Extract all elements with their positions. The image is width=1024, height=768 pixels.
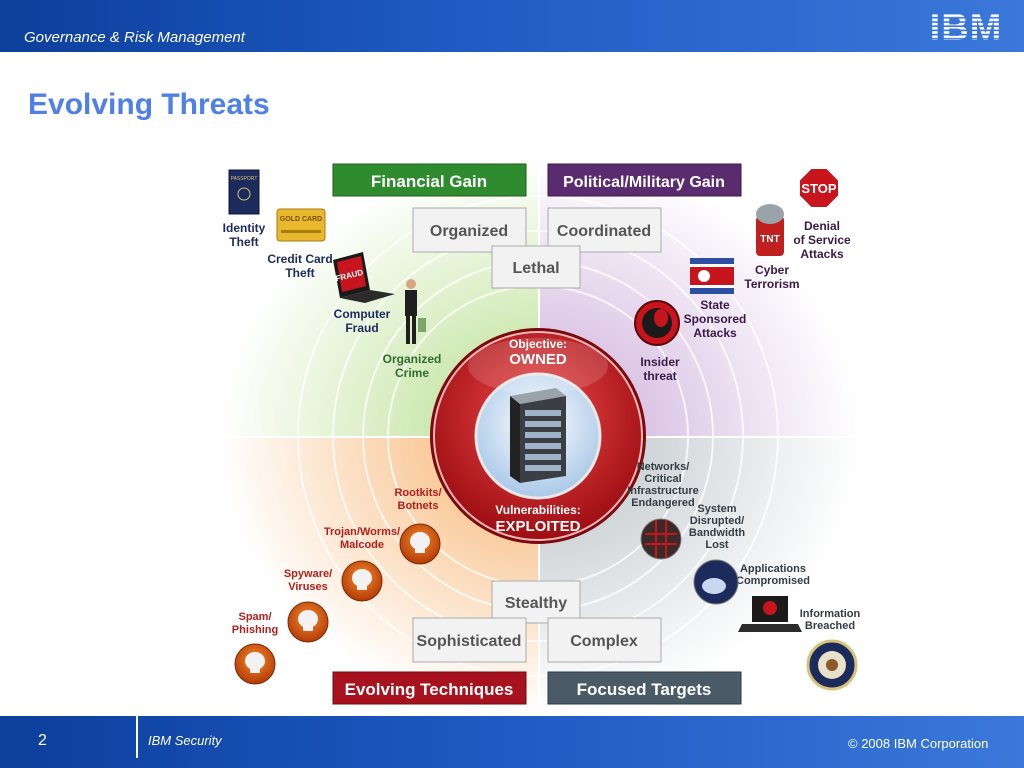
hand-globe-icon: [693, 559, 739, 605]
svg-text:TNT: TNT: [760, 234, 779, 245]
skull-icon-spyware: [287, 601, 329, 643]
header-bar: Governance & Risk Management IBM: [0, 0, 1024, 52]
title-evolving: Evolving Techniques: [332, 671, 527, 705]
page-number: 2: [38, 732, 47, 749]
presidential-seal-icon: [806, 639, 858, 691]
ibm-logo: IBM: [930, 7, 1003, 44]
objective-label: Objective:: [509, 337, 567, 351]
svg-text:IBM: IBM: [930, 7, 1003, 44]
vulnerabilities-label: Vulnerabilities:: [495, 503, 581, 517]
north-korea-flag-icon: [690, 258, 734, 294]
box-complex: Complex: [547, 617, 662, 663]
box-stealthy: Stealthy: [491, 580, 581, 624]
svg-text:Evolving Techniques: Evolving Techniques: [345, 680, 514, 699]
svg-text:Political/Military Gain: Political/Military Gain: [563, 174, 725, 191]
svg-text:Stealthy: Stealthy: [505, 595, 567, 612]
network-globe-icon: [640, 518, 682, 560]
footer-bar: 2 IBM Security © 2008 IBM Corporation: [0, 716, 1024, 768]
objective-value: OWNED: [509, 351, 567, 368]
svg-text:Sophisticated: Sophisticated: [417, 633, 522, 650]
footer-brand: IBM Security: [148, 733, 222, 748]
svg-text:STOP: STOP: [801, 181, 836, 196]
tnt-bomb-icon: TNT: [756, 204, 784, 256]
skull-icon-rootkits: [399, 523, 441, 565]
spyware-label: Spyware/Viruses: [284, 568, 332, 593]
svg-text:Coordinated: Coordinated: [557, 223, 651, 240]
box-coordinated: Coordinated: [547, 207, 662, 253]
box-lethal: Lethal: [491, 245, 581, 289]
box-sophisticated: Sophisticated: [412, 617, 527, 663]
fraud-laptop-icon: FRAUD: [333, 252, 395, 303]
box-organized: Organized: [412, 207, 527, 253]
svg-text:Financial Gain: Financial Gain: [371, 172, 487, 191]
title-financial: Financial Gain: [332, 163, 527, 197]
svg-text:Complex: Complex: [570, 633, 638, 650]
vulnerabilities-value: EXPLOITED: [495, 518, 580, 535]
stop-sign-icon: STOP: [798, 167, 840, 209]
svg-text:PASSPORT: PASSPORT: [231, 176, 258, 182]
insider-threat-icon: [634, 300, 680, 346]
trojans-label: Trojan/Worms/Malcode: [324, 526, 400, 551]
center-target: Objective: OWNED Vulnerabilities: EXPLOI…: [430, 328, 646, 544]
svg-text:Lethal: Lethal: [512, 260, 559, 277]
footer-copyright: © 2008 IBM Corporation: [848, 736, 989, 751]
evolving-threats-diagram: Financial Gain Political/Military Gain E…: [220, 158, 860, 713]
server-icon: [510, 388, 566, 483]
svg-text:Focused Targets: Focused Targets: [577, 680, 712, 699]
footer-divider: [136, 716, 138, 758]
passport-icon: PASSPORT: [228, 169, 260, 215]
rootkits-label: Rootkits/Botnets: [394, 487, 441, 512]
breached-laptop-icon: [738, 596, 802, 632]
businessman-icon: [405, 279, 426, 344]
svg-text:GOLD CARD: GOLD CARD: [280, 216, 322, 223]
header-title: Governance & Risk Management: [24, 29, 245, 46]
title-focused: Focused Targets: [547, 671, 742, 705]
title-political: Political/Military Gain: [547, 163, 742, 197]
spam-label: Spam/Phishing: [232, 611, 278, 636]
skull-icon-spam: [234, 643, 276, 685]
page-title: Evolving Threats: [28, 88, 270, 121]
svg-text:Organized: Organized: [430, 223, 508, 240]
skull-icon-trojans: [341, 560, 383, 602]
gold-card-icon: GOLD CARD: [276, 208, 326, 242]
